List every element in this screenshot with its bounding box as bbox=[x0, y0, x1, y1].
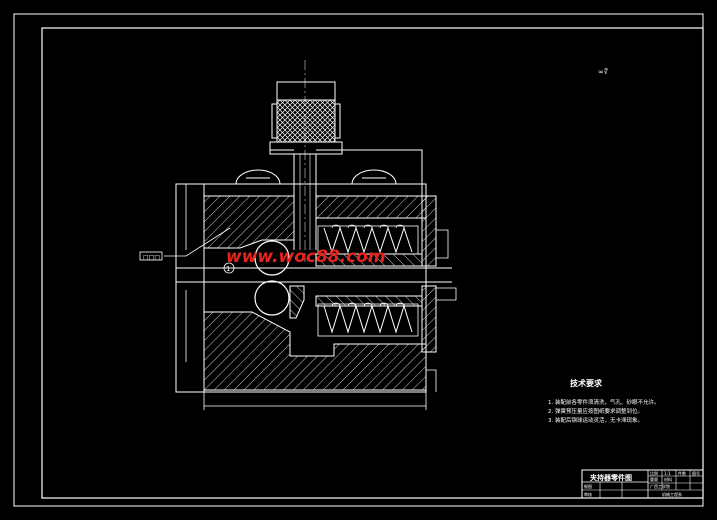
part-callout: □□□ bbox=[139, 227, 231, 261]
guide-frame bbox=[270, 149, 423, 196]
svg-text:技术要求: 技术要求 bbox=[570, 378, 603, 388]
svg-text:件数: 件数 bbox=[678, 470, 686, 476]
svg-text:材料: 材料 bbox=[664, 476, 672, 482]
upper-steel-ball bbox=[254, 240, 290, 276]
svg-text:3. 装配后钢球运动灵活，无卡滞现象。: 3. 装配后钢球运动灵活，无卡滞现象。 bbox=[548, 416, 643, 424]
svg-text:□□□: □□□ bbox=[143, 254, 160, 261]
svg-text:比例: 比例 bbox=[650, 470, 658, 476]
screw-heads bbox=[235, 169, 397, 185]
sheet-inner-border bbox=[41, 27, 704, 499]
svg-text:重量: 重量 bbox=[650, 476, 658, 482]
plunger-rod bbox=[293, 60, 317, 262]
svg-text:制图: 制图 bbox=[584, 483, 592, 489]
tech-requirements: 技术要求 1. 装配前各零件须清洗，气孔、砂眼不允许。 2. 弹簧预压量应按图纸… bbox=[548, 378, 660, 424]
title-block: 夹持器零件图 比例 1:1 件数 图号 重量 材料 制图 审核 广西工学院 机械… bbox=[581, 469, 704, 499]
svg-text:1:1: 1:1 bbox=[664, 471, 671, 476]
svg-text:夹持器零件图: 夹持器零件图 bbox=[590, 473, 632, 482]
dimension-lines bbox=[175, 184, 457, 410]
svg-text:图号: 图号 bbox=[692, 470, 700, 476]
upper-spring bbox=[317, 224, 419, 255]
svg-text:1. 装配前各零件须清洗，气孔、砂眼不允许。: 1. 装配前各零件须清洗，气孔、砂眼不允许。 bbox=[548, 398, 660, 406]
item-balloon: 1 bbox=[223, 262, 235, 274]
watermark: www.woc88.com bbox=[226, 247, 386, 267]
corner-mark: ∞∜ bbox=[598, 67, 609, 76]
upper-body-section bbox=[203, 195, 437, 267]
svg-text:审核: 审核 bbox=[584, 491, 592, 497]
lower-steel-ball bbox=[254, 280, 290, 316]
svg-text:机械工程系: 机械工程系 bbox=[662, 491, 682, 497]
lower-body-section bbox=[203, 285, 437, 391]
knurled-knob bbox=[269, 81, 343, 155]
svg-text:广西工学院: 广西工学院 bbox=[650, 483, 670, 489]
lower-spring bbox=[317, 302, 419, 337]
svg-text:2. 弹簧预压量应按图纸要求调整到位。: 2. 弹簧预压量应按图纸要求调整到位。 bbox=[548, 407, 643, 415]
svg-text:1: 1 bbox=[226, 265, 230, 273]
